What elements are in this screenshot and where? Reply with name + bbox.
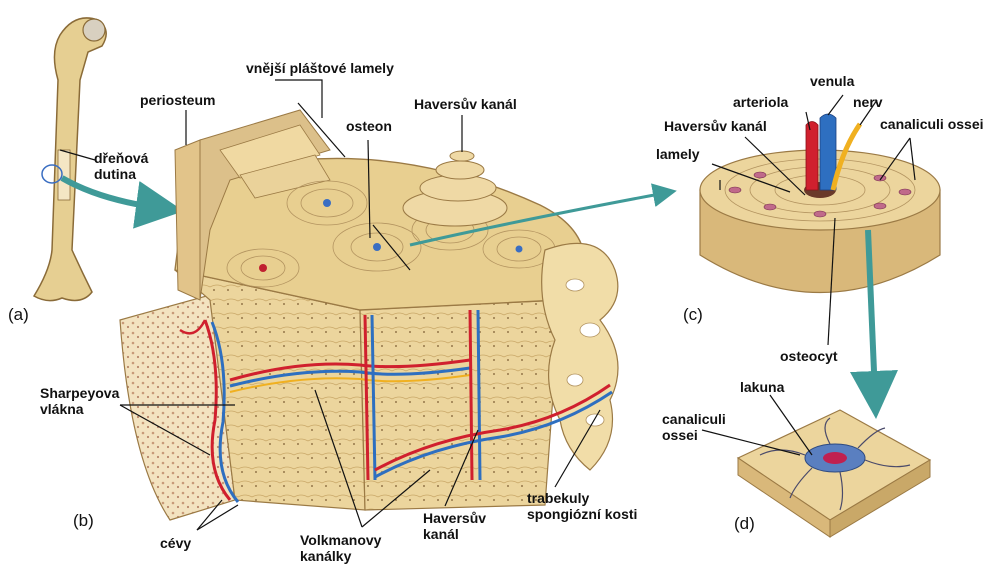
label-haversian-canal-c: Haversův kanál <box>664 118 767 134</box>
label-outer-lamellae: vnější pláštové lamely <box>246 60 394 76</box>
panel-label-c: (c) <box>683 307 703 323</box>
panel-label-a: (a) <box>8 307 29 323</box>
label-lamellae: lamely <box>656 146 700 162</box>
label-medullary-cavity: dřeňová dutina <box>94 150 148 182</box>
label-osteon: osteon <box>346 118 392 134</box>
label-periosteum: periosteum <box>140 92 215 108</box>
panel-label-d: (d) <box>734 516 755 532</box>
label-vessels: cévy <box>160 535 191 551</box>
label-haversian-canal-top: Haversův kanál <box>414 96 517 112</box>
label-venule: venula <box>810 73 854 89</box>
label-canaliculi-d: canaliculi ossei <box>662 411 726 443</box>
label-nerve: nerv <box>853 94 883 110</box>
label-trabeculae: trabekuly spongiózní kosti <box>527 490 637 522</box>
label-canaliculi-c: canaliculi ossei <box>880 116 984 132</box>
osteocyte-tile <box>738 410 930 537</box>
label-haversian-canal-bottom: Haversův kanál <box>423 510 486 542</box>
label-lacuna: lakuna <box>740 379 784 395</box>
label-arteriole: arteriola <box>733 94 788 110</box>
label-sharpey-fibers: Sharpeyova vlákna <box>40 385 119 417</box>
label-osteocyte: osteocyt <box>780 348 838 364</box>
label-volkmann-canals: Volkmanovy kanálky <box>300 532 381 564</box>
panel-label-b: (b) <box>73 513 94 529</box>
